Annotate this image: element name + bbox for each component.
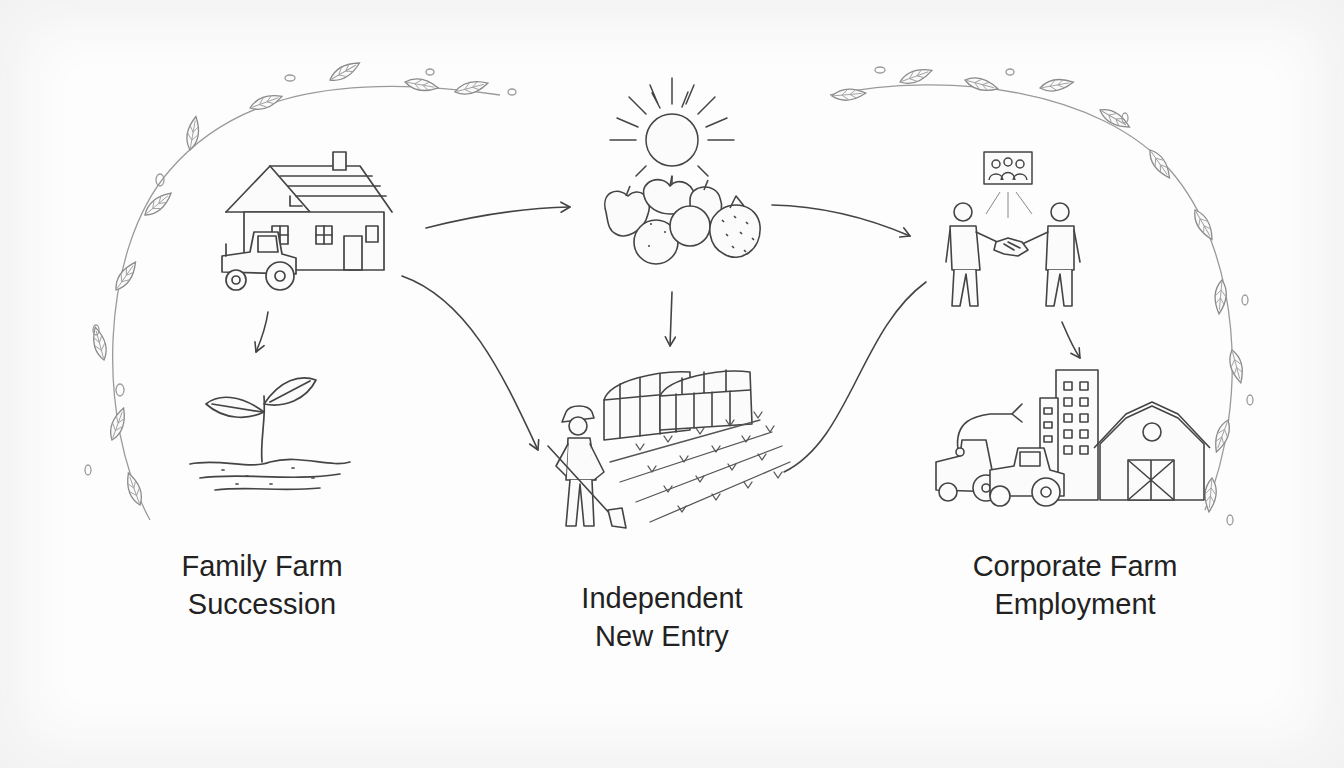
stage-label: Family Farm Succession [147,547,377,623]
greenhouse-icon [604,370,752,440]
sprout-icon [190,378,350,490]
flow-arrows [256,205,1080,472]
farm-machinery [936,404,1064,506]
vine-left [85,58,516,520]
stage-label: Independent New Entry [557,579,767,655]
meeting-screen-icon [984,152,1032,218]
vine-right [830,65,1253,525]
handshake-figures [946,203,1080,306]
farmer-figure [548,406,626,528]
produce-icon [605,176,760,264]
tractor-icon [222,232,296,290]
corporate-buildings [1040,370,1210,500]
sun-icon [610,78,734,186]
stage-label: Corporate Farm Employment [945,547,1205,623]
field-rows [610,412,790,522]
